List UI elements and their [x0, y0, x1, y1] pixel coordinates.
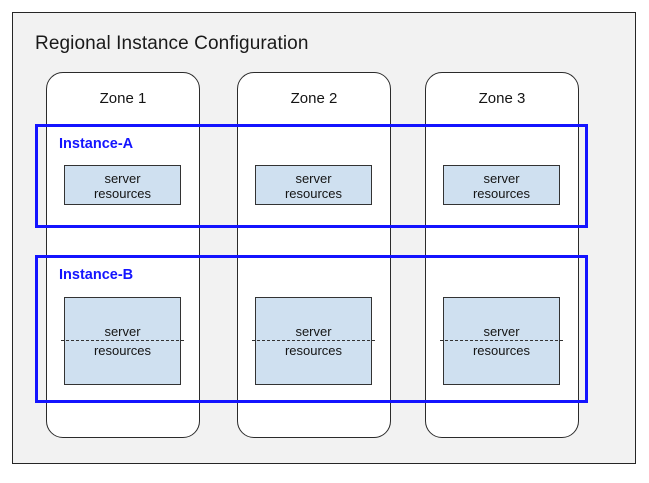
zone-label-2: Zone 2 [290, 90, 338, 107]
resource-box-a-zone3[interactable]: server resources [443, 165, 560, 205]
resource-box-b-zone2[interactable]: server resources [252, 297, 375, 385]
resource-split-divider [440, 340, 563, 341]
instance-band-b[interactable]: Instance-B [35, 255, 588, 403]
resource-line-primary: server [295, 324, 332, 339]
resource-line-secondary: resources [284, 186, 343, 201]
resource-line-secondary: resources [472, 343, 531, 358]
resource-line-primary: server [104, 171, 141, 186]
resource-line-primary: server [295, 171, 332, 186]
page-title: Regional Instance Configuration [35, 33, 309, 54]
resource-box-b-zone1[interactable]: server resources [61, 297, 184, 385]
resource-line-primary: server [483, 171, 520, 186]
instance-band-a[interactable]: Instance-A [35, 124, 588, 228]
resource-split-divider [252, 340, 375, 341]
resource-line-primary: server [104, 324, 141, 339]
resource-box-a-zone2[interactable]: server resources [255, 165, 372, 205]
resource-line-secondary: resources [472, 186, 531, 201]
resource-box-b-zone3[interactable]: server resources [440, 297, 563, 385]
resource-split-divider [61, 340, 184, 341]
resource-line-secondary: resources [284, 343, 343, 358]
zone-label-1: Zone 1 [99, 90, 147, 107]
resource-box-a-zone1[interactable]: server resources [64, 165, 181, 205]
resource-line-secondary: resources [93, 186, 152, 201]
instance-label-a: Instance-A [59, 136, 134, 152]
resource-line-primary: server [483, 324, 520, 339]
zone-label-3: Zone 3 [478, 90, 526, 107]
instance-label-b: Instance-B [59, 267, 134, 283]
resource-line-secondary: resources [93, 343, 152, 358]
